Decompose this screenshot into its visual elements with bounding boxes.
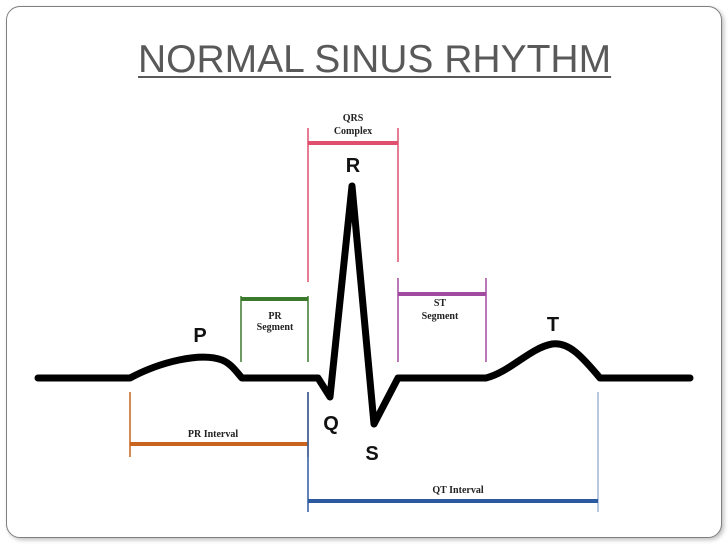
- qrs-complex-label-line1: QRS: [343, 113, 364, 124]
- st-segment-label-line1: ST: [434, 298, 447, 309]
- pr-segment-label-line2: Segment: [257, 322, 294, 333]
- pr-interval-bracket: PR Interval: [129, 392, 309, 457]
- q-wave-label: Q: [323, 413, 339, 435]
- p-wave-label: P: [193, 325, 206, 347]
- slide-frame: [6, 6, 722, 538]
- pr-segment-label-line1: PR: [268, 311, 282, 322]
- qt-interval-label: QT Interval: [432, 485, 483, 496]
- qrs-complex-bracket: QRS Complex: [307, 113, 399, 282]
- qt-interval-bracket: QT Interval: [307, 392, 599, 512]
- st-segment-bracket: ST Segment: [397, 278, 487, 362]
- pr-interval-label: PR Interval: [188, 429, 238, 440]
- ecg-trace: [34, 182, 694, 428]
- s-wave-label: S: [365, 443, 378, 465]
- r-wave-label: R: [346, 155, 361, 177]
- pr-segment-bracket: PR Segment: [240, 296, 309, 362]
- slide-title: NORMAL SINUS RHYTHM: [138, 38, 612, 81]
- qrs-complex-label-line2: Complex: [334, 126, 372, 137]
- t-wave-label: T: [547, 314, 559, 336]
- st-segment-label-line2: Segment: [422, 311, 459, 322]
